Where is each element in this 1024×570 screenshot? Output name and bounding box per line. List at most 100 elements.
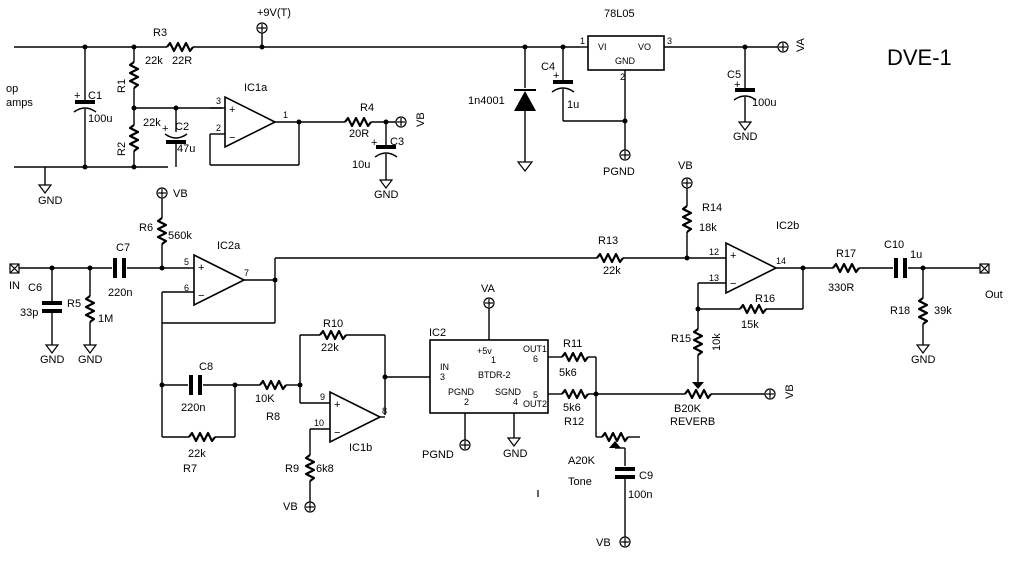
svg-text:5: 5	[184, 257, 189, 267]
resistor-r3	[166, 41, 194, 53]
ground-symbol-c3	[378, 179, 394, 189]
r6-label: R6	[139, 222, 153, 234]
r18-value: 39k	[934, 305, 952, 317]
va-top-label: VA	[795, 37, 807, 52]
resistor-r7	[188, 431, 216, 443]
r5-value: 1M	[98, 313, 113, 325]
ground-symbol-c1	[37, 184, 53, 194]
r8-label: R8	[266, 411, 280, 423]
terminal-pgnd	[619, 149, 631, 161]
svg-text:2: 2	[464, 397, 469, 407]
svg-text:+: +	[553, 70, 559, 82]
terminal-vb-reverb	[764, 388, 776, 400]
svg-text:+: +	[198, 262, 204, 274]
in-label: IN	[9, 280, 20, 292]
svg-text:−: −	[730, 278, 736, 290]
svg-text:+: +	[734, 79, 740, 91]
resistor-r18	[917, 297, 929, 325]
ground-symbol-r18	[915, 344, 931, 354]
svg-text:+: +	[162, 123, 168, 135]
svg-text:6: 6	[184, 283, 189, 293]
r15-value: 10k	[711, 333, 723, 351]
svg-text:BTDR-2: BTDR-2	[478, 370, 511, 380]
c5-value: 100u	[752, 97, 776, 109]
svg-text:2: 2	[216, 123, 221, 133]
gnd-label-1: GND	[38, 195, 63, 207]
vb-ic1a-label: VB	[415, 112, 427, 127]
tone-pot-label: Tone	[568, 476, 592, 488]
opamp-ic1a	[224, 95, 277, 149]
resistor-r1	[128, 61, 140, 89]
gnd-label-r18: GND	[911, 354, 936, 366]
vb-r6-label: VB	[173, 188, 188, 200]
ic2b-label: IC2b	[776, 220, 799, 232]
resistor-r14	[681, 205, 693, 233]
va-ic2-label: VA	[481, 283, 496, 295]
r5-label: R5	[67, 298, 81, 310]
r4-label: R4	[360, 102, 374, 114]
svg-text:9: 9	[320, 392, 325, 402]
pgnd-label-2: PGND	[422, 449, 454, 461]
ic1b-label: IC1b	[349, 442, 372, 454]
r17-value: 330R	[828, 282, 854, 294]
ground-symbol-diode	[516, 161, 534, 172]
svg-text:+: +	[371, 137, 377, 149]
svg-text:14: 14	[776, 256, 786, 266]
svg-text:6: 6	[533, 354, 538, 364]
svg-text:+: +	[730, 250, 736, 262]
resistor-r15	[692, 328, 704, 356]
c7-value: 220n	[108, 287, 132, 299]
c6-label: C6	[28, 282, 42, 294]
r18-label: R18	[890, 305, 910, 317]
c10-label: C10	[884, 239, 904, 251]
svg-text:−: −	[229, 132, 235, 144]
c5-label: C5	[727, 69, 741, 81]
r10-value: 22k	[321, 342, 339, 354]
r10-label: R10	[323, 318, 343, 330]
ic2-label: IC2	[429, 327, 446, 339]
c3-value: 10u	[352, 159, 370, 171]
r12-label: R12	[564, 416, 584, 428]
vb-c9-label: VB	[596, 537, 611, 549]
svg-text:+: +	[74, 90, 80, 102]
resistor-r13	[596, 252, 624, 264]
c9-label: C9	[639, 470, 653, 482]
r7-value: 22k	[188, 448, 206, 460]
label-op: op	[6, 83, 18, 95]
pgnd-label-1: PGND	[603, 166, 635, 178]
r3-value: 22R	[172, 55, 192, 67]
svg-text:+: +	[334, 399, 340, 411]
c2-value: 47u	[177, 143, 195, 155]
c2-label: C2	[175, 121, 189, 133]
terminal-va-top	[777, 41, 789, 53]
svg-text:VO: VO	[638, 42, 651, 52]
r11-value: 5k6	[559, 367, 577, 379]
svg-text:OUT1: OUT1	[523, 344, 547, 354]
vb-r14-label: VB	[678, 160, 693, 172]
c1-value: 100u	[88, 113, 112, 125]
label-9v: +9V(T)	[257, 7, 291, 19]
resistor-r10	[319, 329, 347, 341]
svg-text:−: −	[334, 427, 340, 439]
svg-text:+5v: +5v	[477, 346, 492, 356]
svg-text:8: 8	[382, 406, 387, 416]
terminal-vb-r9	[304, 501, 316, 513]
r13-value: 22k	[603, 265, 621, 277]
gnd-label-c5: GND	[733, 131, 758, 143]
resistor-r16	[739, 303, 767, 315]
terminal-vb-ic1a	[395, 116, 407, 128]
svg-text:+: +	[229, 104, 235, 116]
output-jack	[979, 263, 990, 274]
potentiometer-tone	[601, 431, 629, 443]
regulator-label: 78L05	[604, 8, 635, 20]
svg-text:4: 4	[513, 397, 518, 407]
c4-value: 1u	[567, 99, 579, 111]
tone-pot-value: A20K	[568, 455, 596, 467]
r1-value: 22k	[145, 55, 163, 67]
c8-value: 220n	[181, 402, 205, 414]
r14-value: 18k	[699, 222, 717, 234]
r2-label: R2	[116, 142, 128, 156]
svg-text:PGND: PGND	[448, 387, 475, 397]
terminal-vb-c9	[619, 536, 631, 548]
reverb-pot-value: B20K	[674, 403, 702, 415]
